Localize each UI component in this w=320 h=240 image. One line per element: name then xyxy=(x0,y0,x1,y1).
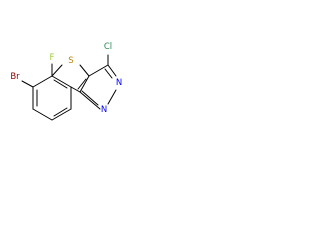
nitrogen-atom-label-bottom: N xyxy=(101,105,107,115)
bond-double xyxy=(81,90,99,106)
bromine-atom-label: Br xyxy=(10,72,20,82)
bond-double xyxy=(53,79,68,89)
bond-double xyxy=(104,68,113,79)
bond xyxy=(107,89,117,105)
bond xyxy=(32,108,53,121)
bond xyxy=(70,86,81,93)
nitrogen-atom-label-top: N xyxy=(116,78,122,88)
fluorine-atom-label: F xyxy=(50,53,55,63)
structure-canvas: Br F S Cl N N xyxy=(0,0,152,152)
bond-double xyxy=(53,107,68,117)
bond-double xyxy=(77,78,87,90)
bond xyxy=(79,75,90,93)
bond xyxy=(51,75,72,88)
bond xyxy=(51,108,72,121)
bond xyxy=(21,80,34,88)
bond xyxy=(79,64,90,77)
chlorine-atom-label: Cl xyxy=(104,42,112,52)
bond xyxy=(51,64,63,77)
bond xyxy=(32,75,53,88)
bond xyxy=(79,91,101,110)
molecule-drawing: Br F S Cl N N xyxy=(10,42,122,121)
bond xyxy=(88,64,109,77)
bond xyxy=(107,64,117,77)
sulfur-atom-label: S xyxy=(68,56,73,66)
